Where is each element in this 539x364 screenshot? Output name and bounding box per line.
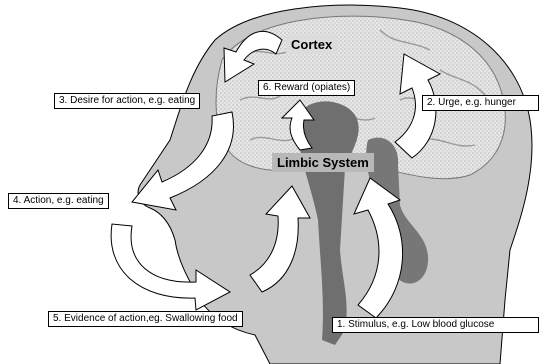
step-4-action-label: 4. Action, e.g. eating (8, 193, 109, 209)
step-5-evidence-label: 5. Evidence of action,eg. Swallowing foo… (48, 311, 243, 327)
cortex-label: Cortex (286, 35, 337, 54)
step-2-urge-label: 2. Urge, e.g. hunger (422, 95, 539, 111)
step-1-stimulus-label: 1. Stimulus, e.g. Low blood glucose (332, 317, 539, 333)
step-6-reward-label: 6. Reward (opiates) (258, 80, 355, 96)
step-3-desire-label: 3. Desire for action, e.g. eating (54, 93, 200, 109)
limbic-system-label: Limbic System (272, 153, 374, 172)
